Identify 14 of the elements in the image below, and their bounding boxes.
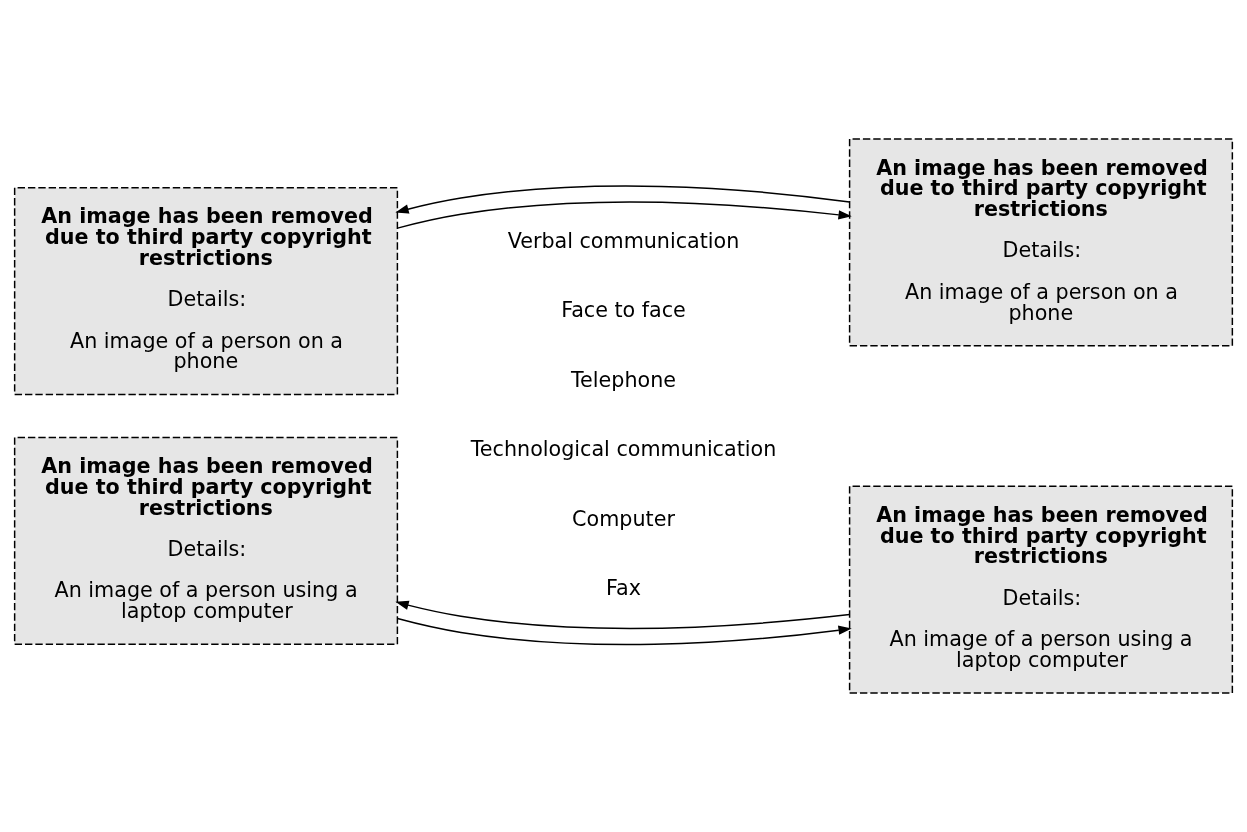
arrow [396, 201, 852, 229]
label: Computer [572, 506, 675, 531]
label: Telephone [571, 367, 676, 392]
label: Fax [606, 576, 641, 601]
arrow [395, 600, 851, 630]
node-box: An image has been removed due to third party copyright restrictions Details: An image of a person using a laptop computer [848, 485, 1234, 694]
label: Face to face [561, 298, 686, 323]
arrow [395, 185, 851, 214]
node-box: An image has been removed due to third party copyright restrictions Details: An image of a person on a phone [848, 138, 1234, 347]
node-box: An image has been removed due to third party copyright restrictions Details: An image of a person on a phone [13, 186, 399, 396]
arrow [396, 617, 852, 646]
label: Verbal communication [507, 228, 740, 253]
label: Technological communication [470, 437, 777, 462]
node-box: An image has been removed due to third party copyright restrictions Details: An image of a person using a laptop computer [13, 436, 399, 646]
